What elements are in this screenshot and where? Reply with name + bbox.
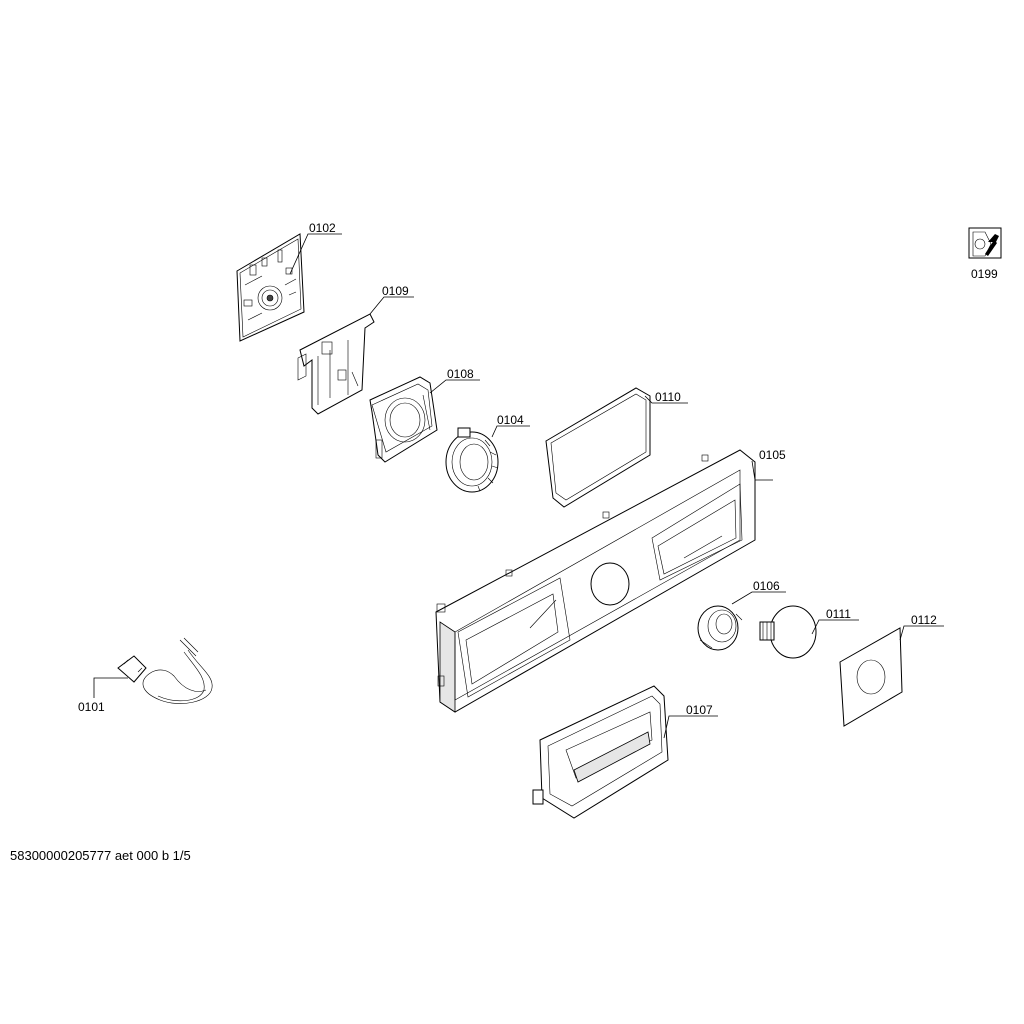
part-label-0109: 0109 (382, 284, 409, 298)
holder-frame-part[interactable] (369, 376, 438, 463)
part-label-0110: 0110 (655, 390, 681, 404)
drawer-handle-part[interactable] (532, 685, 669, 819)
part-label-0105: 0105 (759, 448, 786, 462)
part-label-0101: 0101 (78, 700, 105, 714)
display-window-part[interactable] (545, 387, 651, 508)
power-cord-part[interactable] (117, 637, 213, 704)
document-id: 58300000205777 aet 000 b 1/5 (10, 848, 191, 863)
knob-holder-part[interactable] (697, 605, 743, 651)
part-label-0104: 0104 (497, 413, 524, 427)
part-label-0106: 0106 (753, 579, 780, 593)
part-label-0112: 0112 (911, 613, 937, 627)
control-module-part[interactable] (236, 233, 305, 342)
tool-icon (968, 227, 1002, 259)
knob-part[interactable] (759, 605, 817, 659)
part-label-0199: 0199 (971, 267, 998, 281)
part-label-0107: 0107 (686, 703, 713, 717)
part-label-0102: 0102 (309, 221, 336, 235)
facia-panel-part[interactable] (435, 449, 756, 713)
part-label-0108: 0108 (447, 367, 474, 381)
bracket-part[interactable] (297, 313, 375, 415)
label-part[interactable] (839, 627, 903, 727)
part-label-0111: 0111 (826, 607, 851, 621)
ring-part[interactable] (445, 427, 499, 493)
leader-lines (93, 233, 944, 739)
